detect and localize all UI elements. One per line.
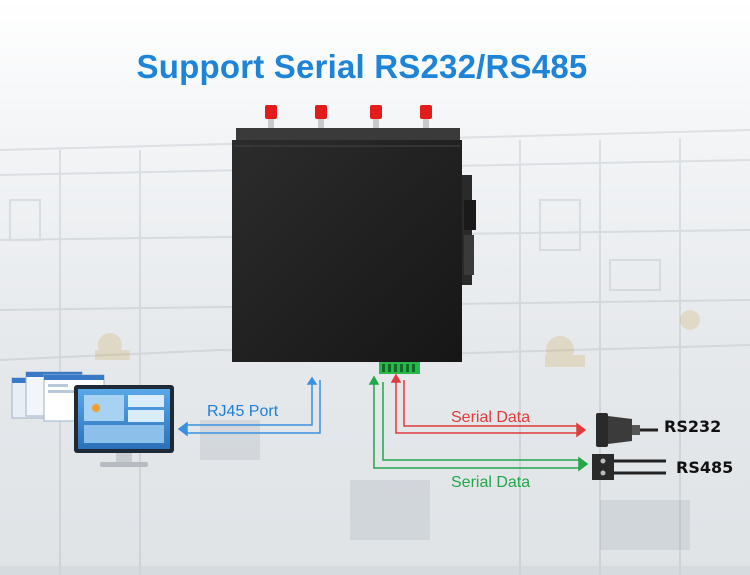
antennas xyxy=(265,105,432,129)
rj45-port-label: RJ45 Port xyxy=(207,403,279,420)
antenna-icon xyxy=(420,105,432,129)
rs232-label: RS232 xyxy=(664,417,722,436)
serial-data-rs232-label: Serial Data xyxy=(451,409,531,426)
rs232-connection-line xyxy=(390,373,587,438)
antenna-icon xyxy=(265,105,277,129)
page-title: Support Serial RS232/RS485 xyxy=(136,48,588,85)
rs485-label: RS485 xyxy=(676,458,734,477)
rs485-connection-line xyxy=(368,375,589,472)
computer-monitor-icon xyxy=(11,371,174,467)
terminal-block xyxy=(379,362,420,374)
db9-connector-icon xyxy=(596,413,658,447)
rs485-terminal-icon xyxy=(592,454,666,480)
antenna-icon xyxy=(370,105,382,129)
router-device xyxy=(232,128,476,362)
rj45-connection-line xyxy=(177,376,321,437)
serial-data-rs485-label: Serial Data xyxy=(451,474,531,491)
antenna-icon xyxy=(315,105,327,129)
